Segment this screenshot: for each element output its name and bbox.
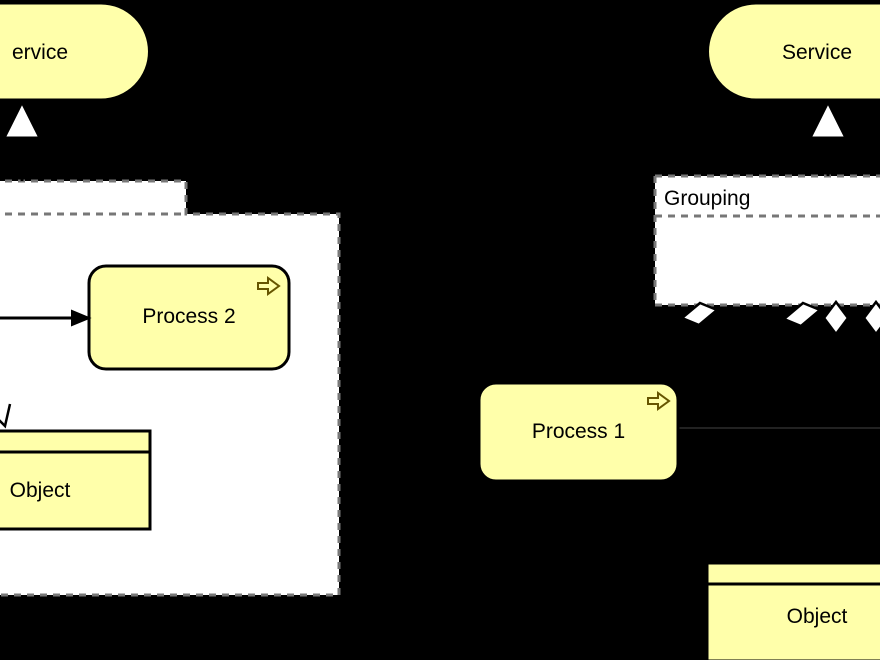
left-generalization-connector[interactable] <box>1 98 43 181</box>
right-dependency-arrowhead <box>696 526 718 550</box>
aggregation-4-diamond <box>862 299 880 337</box>
left-process2-shape[interactable] <box>87 264 291 371</box>
right-process1-body <box>477 381 680 483</box>
left-service-shape[interactable] <box>0 1 151 102</box>
right-service-body <box>706 1 880 102</box>
process-arrow-icon <box>647 391 671 411</box>
left-package-outline <box>0 179 341 597</box>
aggregation-4-connector[interactable] <box>862 299 880 428</box>
aggregation-2-line <box>686 322 791 530</box>
left-service-body <box>0 1 151 102</box>
left-flow-arrowhead <box>71 309 92 327</box>
right-object-body <box>705 561 880 660</box>
left-generalization-arrowhead <box>1 98 43 140</box>
right-package-fill <box>655 176 880 305</box>
left-dependency-to-object-connector[interactable] <box>0 400 12 429</box>
aggregation-1-connector[interactable] <box>611 301 720 387</box>
right-service-shape[interactable] <box>706 1 880 102</box>
aggregation-1-diamond <box>679 301 720 327</box>
aggregation-3-diamond <box>822 299 850 337</box>
left-package[interactable] <box>0 179 341 597</box>
aggregation-2-connector[interactable] <box>686 301 823 530</box>
left-flow-to-process2-connector[interactable] <box>0 309 92 327</box>
right-dependency-line <box>582 480 706 544</box>
right-generalization-arrowhead <box>807 98 849 140</box>
right-process1-shape[interactable] <box>477 381 680 483</box>
aggregation-2-diamond <box>781 301 823 328</box>
aggregation-3-connector[interactable] <box>822 299 850 428</box>
right-object-shape[interactable] <box>705 561 880 660</box>
right-generalization-connector[interactable] <box>807 98 849 176</box>
process-arrow-icon <box>257 276 281 296</box>
aggregation-1-line <box>611 321 687 387</box>
right-package[interactable] <box>653 174 880 307</box>
left-object-shape[interactable] <box>0 429 152 531</box>
left-object-body <box>0 429 152 531</box>
left-dependency-arrowhead <box>0 403 12 429</box>
left-package-fill <box>0 181 339 595</box>
right-dependency-to-object-connector[interactable] <box>582 480 718 550</box>
left-process2-body <box>87 264 291 371</box>
